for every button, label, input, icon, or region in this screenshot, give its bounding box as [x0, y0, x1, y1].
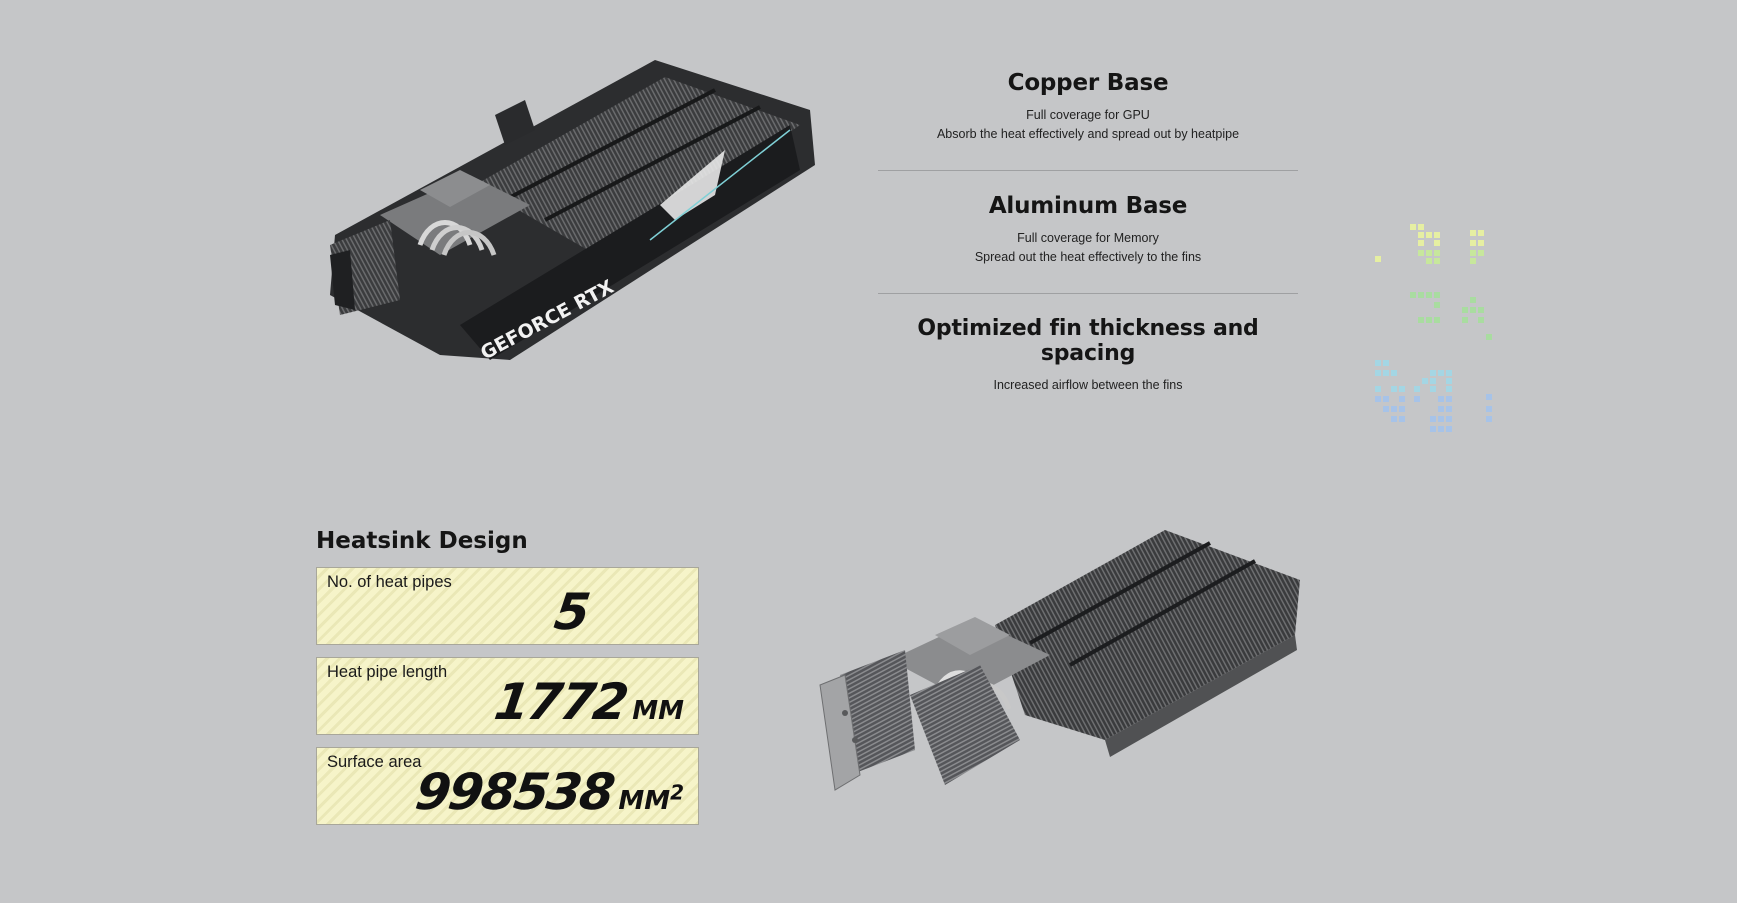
feature-line: Spread out the heat effectively to the f… [974, 250, 1202, 264]
feature-aluminum-base: Aluminum Base Full coverage for Memory S… [878, 170, 1298, 293]
stat-card-heat-pipe-length: Heat pipe length 1772MM [316, 657, 699, 735]
stat-card-surface-area: Surface area 998538MM2 [316, 747, 699, 825]
stat-label: No. of heat pipes [327, 573, 452, 591]
feature-fin-spacing: Optimized fin thickness and spacing Incr… [878, 293, 1298, 421]
stat-number: 998538 [411, 763, 617, 821]
stat-value: 998538MM2 [412, 763, 684, 821]
stat-unit-text: MM [618, 786, 671, 816]
stat-value: 5 [551, 583, 592, 641]
feature-list: Copper Base Full coverage for GPU Absorb… [878, 70, 1298, 421]
stat-unit-superscript: 2 [670, 780, 684, 805]
heatsink-title: Heatsink Design [316, 528, 528, 554]
feature-title: Copper Base [1007, 70, 1169, 96]
stat-unit: MM2 [618, 780, 684, 816]
stat-label: Surface area [327, 753, 422, 771]
stat-card-heat-pipes: No. of heat pipes 5 [316, 567, 699, 645]
stat-unit: MM [632, 696, 684, 726]
feature-line: Full coverage for Memory [1017, 231, 1159, 245]
gpu-render-top: GEFORCE RTX [330, 60, 815, 364]
stat-number: 5 [551, 583, 593, 641]
stat-label: Heat pipe length [327, 663, 448, 681]
feature-title: Aluminum Base [988, 193, 1188, 219]
feature-line: Increased airflow between the fins [993, 378, 1183, 392]
gpu-render-bottom [819, 530, 1300, 791]
feature-line: Full coverage for GPU [1026, 108, 1150, 122]
stat-number: 1772 [491, 673, 631, 731]
pixel-logo-graphic [1375, 224, 1492, 432]
feature-copper-base: Copper Base Full coverage for GPU Absorb… [878, 70, 1298, 170]
stat-value: 1772MM [491, 673, 684, 731]
feature-title: Optimized fin thickness and spacing [917, 316, 1259, 366]
feature-line: Absorb the heat effectively and spread o… [936, 127, 1240, 141]
